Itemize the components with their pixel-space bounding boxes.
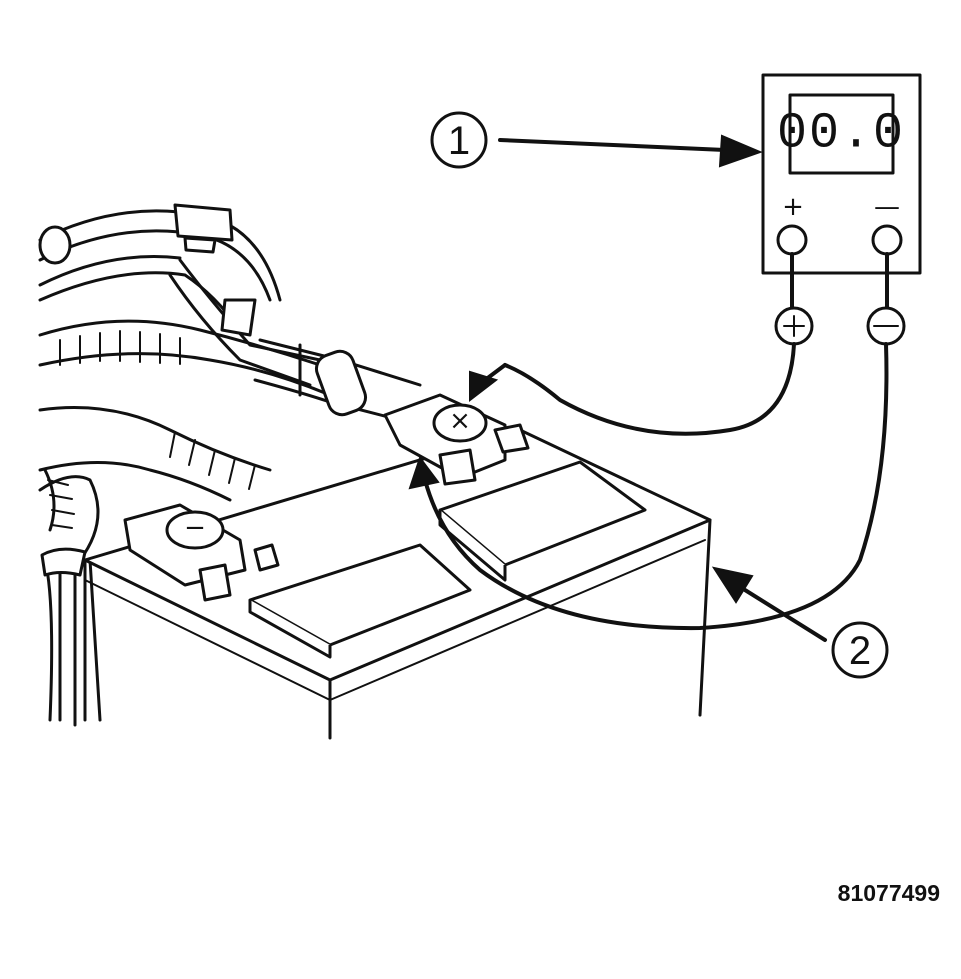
negative-terminal: −	[123, 503, 280, 602]
positive-probe-arrowhead	[469, 370, 499, 403]
wiring-harness	[38, 203, 332, 727]
meter-negative-jack	[871, 224, 903, 256]
meter-display: 00.0	[777, 106, 905, 163]
positive-terminal: ×	[383, 393, 530, 486]
negative-probe-arrowhead	[408, 455, 440, 490]
negative-post-symbol: −	[184, 513, 206, 543]
battery	[83, 428, 712, 740]
positive-cable	[253, 338, 422, 422]
multimeter: 00.0 + —	[761, 73, 922, 275]
meter-positive-jack	[776, 224, 808, 256]
figure-id: 81077499	[837, 880, 940, 906]
callout-2-arrowhead	[711, 566, 754, 604]
meter-negative-label: —	[874, 192, 900, 222]
callout-2: 2	[711, 566, 889, 679]
callout-1-number: 1	[448, 119, 470, 163]
callout-1: 1	[430, 111, 763, 169]
meter-positive-label: +	[782, 192, 804, 222]
callout-2-number: 2	[849, 629, 871, 673]
callout-1-arrowhead	[718, 134, 763, 168]
positive-post-symbol: ×	[449, 406, 471, 436]
test-leads	[408, 252, 906, 631]
